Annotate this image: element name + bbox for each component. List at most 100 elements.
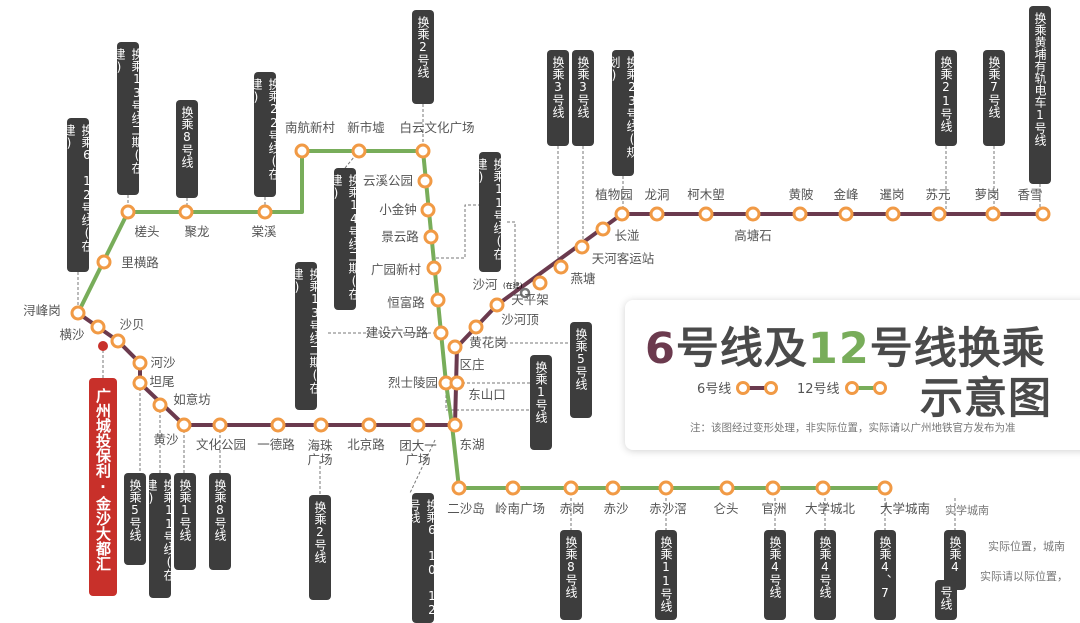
station-marker-line6 [649, 206, 665, 222]
project-marker-label: 广州城投保利·金沙大都汇 [89, 378, 117, 596]
leader-line [507, 221, 516, 290]
station-marker-line6 [745, 206, 761, 222]
station-label: 龙洞 [644, 187, 670, 202]
station-label: 官洲 [761, 501, 787, 516]
station-label: 广园新村 [370, 262, 422, 277]
station-label: 区庄 [459, 357, 485, 372]
station-marker-line12 [451, 480, 467, 496]
station-marker-line6 [90, 319, 106, 335]
station-label: 岭南广场 [494, 501, 546, 516]
station-label: 黄花岗 [469, 335, 507, 350]
station-marker-line12 [605, 480, 621, 496]
station-marker-line6 [519, 287, 531, 299]
station-marker-line12 [877, 480, 893, 496]
station-marker-line12 [96, 254, 112, 270]
station-label: 浔峰岗 [23, 303, 61, 318]
line6-swatch-icon [736, 380, 779, 395]
station-marker-line6 [176, 417, 192, 433]
station-marker-line6 [931, 206, 947, 222]
station-label: 云溪公园 [362, 173, 414, 188]
station-marker-line12 [430, 292, 446, 308]
station-label: 香雪 [1017, 187, 1043, 202]
disclaimer-note: 注：该图经过变形处理，非实际位置，实际请以广州地铁官方发布为准 [690, 422, 1016, 434]
station-label: 聚龙 [184, 224, 210, 239]
under-construction-tag: (在建) [503, 282, 523, 290]
legend-line6: 6号线 [697, 378, 779, 397]
station-marker-line6 [985, 206, 1001, 222]
station-label: 天平架 [511, 292, 549, 307]
legend-line12-label: 12号线 [797, 382, 840, 397]
artifact-text: 实际位置，城南 [988, 540, 1065, 553]
station-label: 建设六马路 [365, 325, 429, 340]
transfer-box: 换乘23号线(规划) [612, 50, 634, 176]
station-label: 烈士陵园 [387, 375, 439, 390]
station-label: 大学城北 [804, 501, 856, 516]
transfer-box: 换乘2号线 [412, 10, 434, 104]
station-label: 黄沙 [153, 432, 179, 447]
transfer-box: 换乘4号线 [764, 530, 786, 620]
station-marker-line6 [313, 417, 329, 433]
station-marker-line12 [563, 480, 579, 496]
station-label: 新市墟 [347, 120, 385, 135]
station-marker-line12 [420, 202, 436, 218]
artifact-text: 实际请以际位置， [980, 570, 1068, 583]
station-label: 一德路 [257, 437, 295, 452]
station-marker-line6 [132, 355, 148, 371]
station-marker-line12 [257, 204, 273, 220]
transfer-box: 换乘4、7 [874, 530, 896, 620]
station-label: 恒富路 [387, 295, 425, 310]
station-marker-line12 [765, 480, 781, 496]
station-marker-line6 [152, 397, 168, 413]
station-marker-line6 [132, 375, 148, 391]
transfer-box: 换乘13号线二期(在建) [117, 42, 139, 195]
transfer-box: 换乘6、10、12号线 [412, 493, 434, 623]
station-label: 高塘石 [734, 228, 772, 243]
transfer-box: 换乘1号线 [530, 355, 552, 450]
station-label: 柯木塱 [687, 187, 725, 202]
transfer-box: 换乘6、12号线(在建) [67, 118, 89, 272]
station-label: 文化公园 [195, 437, 247, 452]
station-label: 植物园 [595, 187, 633, 202]
station-label: 东山口 [468, 387, 506, 402]
station-marker-line6 [792, 206, 808, 222]
station-marker-line6 [885, 206, 901, 222]
map-title-line2: 示意图 [920, 374, 1052, 424]
station-label: 长湴 [614, 228, 640, 243]
station-label: 团大一广场 [399, 438, 437, 467]
station-marker-line12 [294, 143, 310, 159]
station-marker-line12 [658, 480, 674, 496]
transfer-box: 换乘8号线 [176, 100, 198, 198]
transfer-box: 换乘8号线 [209, 473, 231, 570]
title-text2: 号线换乘 [869, 324, 1046, 374]
station-label: 赤沙 [603, 501, 629, 516]
station-label: 赤岗 [559, 501, 585, 516]
project-location-dot [98, 341, 108, 351]
station-label: 赤沙滘 [649, 501, 687, 516]
station-label: 小金钟 [379, 202, 417, 217]
station-label: 萝岗 [974, 187, 1000, 202]
station-label: 仑头 [713, 501, 739, 516]
transfer-box: 换乘5号线 [124, 473, 146, 565]
station-marker-line6 [838, 206, 854, 222]
station-marker-line12 [719, 480, 735, 496]
station-label: 里横路 [121, 255, 159, 270]
transfer-box: 换乘2号线 [309, 495, 331, 600]
transfer-box: 换乘13号线二期(在建) [295, 262, 317, 410]
station-marker-line12 [815, 480, 831, 496]
title-text: 号线及 [675, 324, 808, 374]
line12-swatch-icon [844, 380, 887, 395]
transfer-box: 换乘8号线 [560, 530, 582, 620]
station-marker-line12 [423, 229, 439, 245]
transfer-box: 换乘黄埔有轨电车1号线 [1029, 6, 1051, 184]
station-marker-line6 [270, 417, 286, 433]
station-marker-line12 [178, 204, 194, 220]
station-label: 金峰 [833, 187, 859, 202]
leader-line [344, 150, 360, 169]
station-marker-line6 [447, 417, 463, 433]
station-label: 南航新村 [284, 120, 336, 135]
station-marker-line6 [574, 239, 590, 255]
legend-card: 6号线及12号线换乘 示意图 6号线 12号线 注：该图经过变形处理，非实际位置… [625, 300, 1080, 450]
station-marker-line6 [212, 417, 228, 433]
station-marker-line6 [410, 417, 426, 433]
station-marker-line6 [532, 275, 548, 291]
